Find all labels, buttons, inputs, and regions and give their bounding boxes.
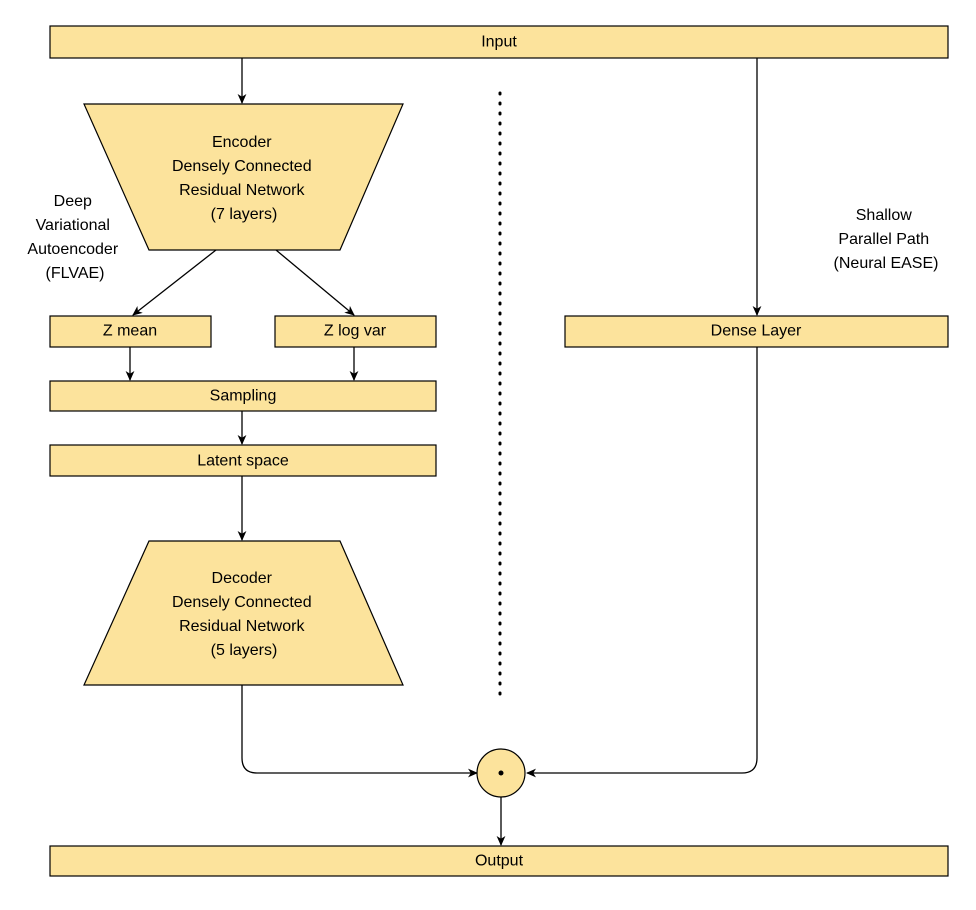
latent-space-node: Latent space [49,444,437,477]
dense-layer-node: Dense Layer [564,315,949,348]
dense-layer-label: Dense Layer [711,323,802,340]
deep-path-annotation-line-4: (FLVAE) [46,265,105,282]
decoder-label-line-3: Residual Network [179,618,305,635]
z-log-var-label: Z log var [324,323,387,340]
encoder-label-line-1: Encoder [212,134,272,151]
decoder-label: Decoder Densely Connected Residual Netwo… [172,570,316,659]
deep-path-annotation-line-3: Autoencoder [27,241,118,258]
shallow-path-annotation: Shallow Parallel Path (Neural EASE) [834,207,939,272]
edge-decoder-to-product [241,685,478,778]
deep-path-annotation: Deep Variational Autoencoder (FLVAE) [27,193,122,282]
shallow-path-annotation-line-1: Shallow [856,207,912,224]
z-log-var-node: Z log var [274,315,437,348]
edge-dense-layer-to-product [526,347,758,778]
output-label: Output [475,853,524,870]
output-node: Output [49,845,949,877]
decoder-label-line-1: Decoder [212,570,273,587]
encoder-node: Encoder Densely Connected Residual Netwo… [83,103,404,251]
input-node: Input [49,25,949,59]
shallow-path-annotation-line-3: (Neural EASE) [834,255,939,272]
input-label: Input [481,34,517,51]
shallow-path-annotation-line-2: Parallel Path [838,231,929,248]
decoder-label-line-2: Densely Connected [172,594,312,611]
edges [125,58,762,846]
encoder-label-line-3: Residual Network [179,182,305,199]
z-mean-node: Z mean [49,315,212,348]
encoder-label-line-2: Densely Connected [172,158,312,175]
edge-encoder-to-z-mean [132,249,217,316]
encoder-label-line-4: (7 layers) [211,206,278,223]
encoder-label: Encoder Densely Connected Residual Netwo… [172,134,316,223]
z-mean-label: Z mean [103,323,157,340]
latent-space-label: Latent space [197,453,289,470]
deep-path-annotation-line-1: Deep [54,193,92,210]
product-node [476,748,526,798]
sampling-node: Sampling [49,380,437,412]
decoder-label-line-4: (5 layers) [211,642,278,659]
edge-encoder-to-z-log-var [275,249,355,316]
product-dot-icon [498,770,504,776]
decoder-node: Decoder Densely Connected Residual Netwo… [83,540,404,686]
deep-path-annotation-line-2: Variational [36,217,110,234]
sampling-label: Sampling [210,388,277,405]
